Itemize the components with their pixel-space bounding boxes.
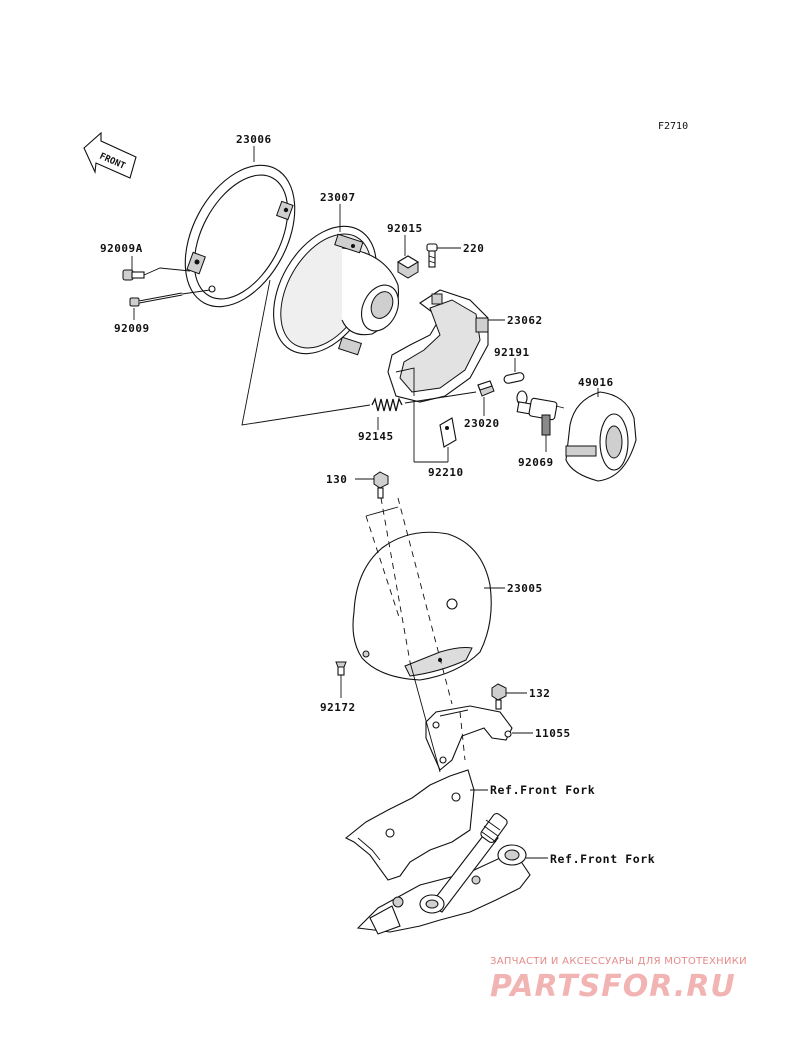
label-23006: 23006 [236,133,272,146]
label-23062: 23062 [507,314,543,327]
screw-92009 [129,292,183,307]
label-92172: 92172 [320,701,356,714]
label-132: 132 [529,687,550,700]
nut-92015 [396,255,420,279]
front-fork-stem [356,813,531,935]
bracket-11055 [425,705,513,771]
collar-92191 [503,372,525,384]
bolt-130 [373,471,389,499]
label-92145: 92145 [358,430,394,443]
label-23005: 23005 [507,582,543,595]
watermark-tagline: ЗАПЧАСТИ И АКСЕССУАРЫ ДЛЯ МОТОТЕХНИКИ [490,956,747,967]
label-92069: 92069 [518,456,554,469]
label-92191: 92191 [494,346,530,359]
part-labels: 23006 23007 92015 220 92009A 92009 23062… [100,133,655,866]
clip-23020 [477,380,495,397]
leader-lines [131,146,599,859]
label-92210: 92210 [428,466,464,479]
headlight-unit-23007 [273,225,400,356]
label-92009a: 92009A [100,242,143,255]
headlight-shell-23005 [352,531,492,681]
screw-220 [426,243,438,268]
bulb-boot-49016 [565,391,637,482]
label-11055: 11055 [535,727,571,740]
label-220: 220 [463,242,484,255]
alignment-lines [365,497,466,773]
label-23007: 23007 [320,191,356,204]
label-92015: 92015 [387,222,423,235]
plate-92210 [439,417,457,448]
label-130: 130 [326,473,347,486]
bolt-132 [491,683,507,710]
label-92009: 92009 [114,322,150,335]
screw-92172 [335,661,347,676]
bulb-92069 [516,390,565,436]
label-23020: 23020 [464,417,500,430]
bolt-92009a [122,269,145,281]
label-49016: 49016 [578,376,614,389]
label-ref-front-fork-upper: Ref.Front Fork [490,783,595,797]
bracket-23062 [387,289,489,403]
headlight-rim-23006 [184,164,296,308]
label-ref-front-fork-lower: Ref.Front Fork [550,852,655,866]
spring-92145 [371,397,403,412]
front-arrow-icon: FRONT [83,131,137,179]
watermark-logo: PARTSFOR.RU [490,969,736,1004]
watermark: ЗАПЧАСТИ И АКСЕССУАРЫ ДЛЯ МОТОТЕХНИКИ PA… [490,956,747,1004]
diagram-code: F2710 [658,121,688,132]
front-fork-bracket [344,769,475,881]
